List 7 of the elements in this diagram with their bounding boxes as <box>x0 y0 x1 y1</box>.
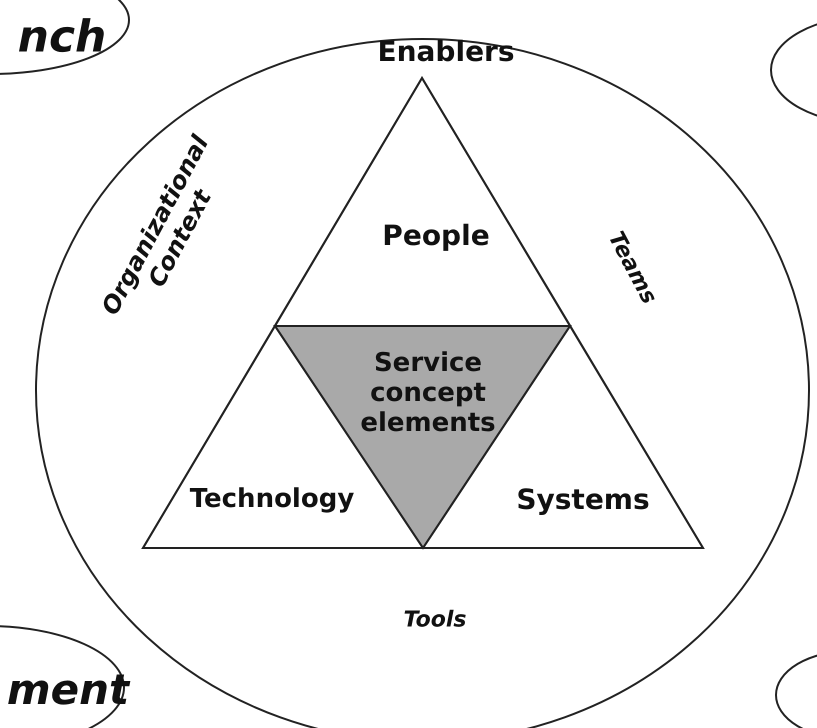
segment-label: Technology <box>190 485 354 515</box>
context-label: Tools <box>403 607 467 633</box>
partial-heading: nch <box>18 12 106 64</box>
segment-label: People <box>382 220 490 252</box>
apex-heading: Enablers <box>377 36 515 68</box>
segment-label: Systems <box>516 484 650 516</box>
segment-label: Service concept elements <box>359 349 497 439</box>
